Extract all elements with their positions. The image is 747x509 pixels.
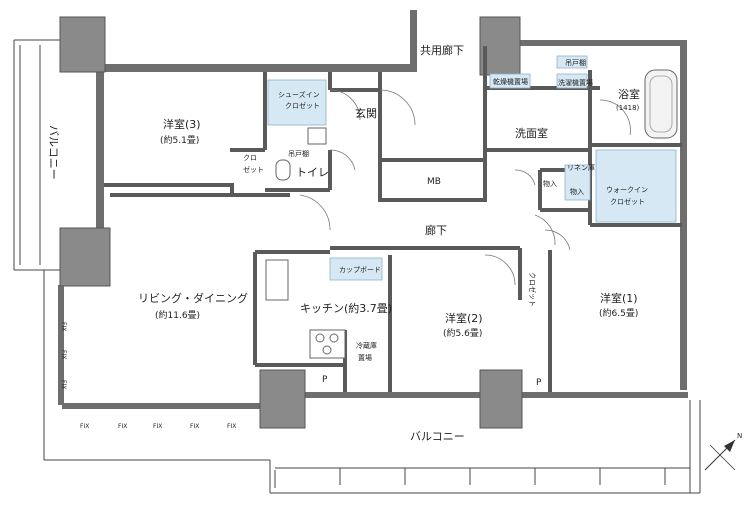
dryer-space-label: 乾燥機置場 [493, 77, 528, 86]
bedroom3-size: (約5.1畳) [160, 134, 199, 146]
walk-in-closet-area [595, 149, 677, 223]
balcony-left-area [13, 39, 270, 461]
fixtures [265, 69, 678, 359]
fix-windows: FIX FIX FIX FIX FIX FIX FIX FIX [60, 322, 236, 430]
fix-label: FIX [190, 423, 199, 430]
entrance-label: 玄関 [355, 106, 377, 120]
closet-small-label: クロ [243, 154, 257, 162]
bedroom1-size: (約6.5畳) [599, 307, 638, 319]
dryer-space-area [489, 73, 531, 89]
shoe-closet-label-line1: シューズイン [278, 90, 320, 99]
compass-label: N [737, 432, 742, 440]
mb-label: MB [427, 177, 441, 187]
fix-label: FIX [80, 423, 89, 430]
cupboard-area [329, 257, 383, 281]
shoe-closet-area [267, 79, 327, 126]
column [59, 16, 106, 73]
living-dining-label: リビング・ダイニング [138, 291, 248, 305]
fridge-space-label-line1: 冷蔵庫 [356, 341, 377, 350]
bedroom1-label: 洋室(1) [600, 291, 638, 305]
hanging-cupboard-wash-label: 吊戸棚 [565, 58, 586, 67]
washer-space-area [556, 73, 588, 89]
hanging-cupboard-toilet-label: 吊戸棚 [288, 149, 309, 158]
fix-label: FIX [153, 423, 162, 430]
structural-columns [59, 16, 523, 429]
column [259, 369, 306, 429]
toilet-label: トイレ [296, 166, 329, 179]
exterior-walls [58, 10, 688, 409]
fridge-space-label-line2: 置場 [358, 353, 372, 362]
washer-space-label: 洗濯機置場 [558, 78, 593, 87]
compass-icon: N [704, 432, 742, 471]
closet-b2-label: クロゼット [528, 272, 537, 307]
doors [299, 89, 631, 286]
walk-in-closet-label-line2: クロゼット [610, 197, 645, 206]
bathroom-label: 浴室 [618, 87, 640, 101]
fix-label: FIX [60, 322, 67, 331]
balcony-left-label: バルコニー [47, 125, 60, 180]
balcony-bottom-label: バルコニー [410, 430, 465, 443]
washroom-label: 洗面室 [515, 126, 548, 140]
bedroom3-label: 洋室(3) [163, 117, 201, 131]
fix-label: FIX [227, 423, 236, 430]
storage2-label: 物入 [570, 187, 584, 196]
toilet-icon [275, 159, 291, 181]
kitchen-label: キッチン(約3.7畳) [300, 301, 392, 315]
column [479, 369, 523, 429]
shoe-closet-label-line2: クロゼット [285, 101, 320, 110]
bathtub-icon [644, 69, 678, 139]
closet-small-label-2: ゼット [243, 165, 264, 174]
fix-label: FIX [118, 423, 127, 430]
column [59, 227, 111, 287]
pipe-space-label: P [536, 378, 542, 388]
hallway-label: 廊下 [425, 223, 447, 237]
common-corridor-label: 共用廊下 [420, 43, 464, 57]
linen-cabinet-label: リネン庫 [567, 163, 595, 172]
cupboard-label: カップボード [339, 266, 381, 274]
hanging-cupboard-wash-area [556, 55, 588, 69]
kitchen-sink-icon [265, 259, 289, 301]
bedroom2-size: (約5.6畳) [443, 327, 482, 339]
pipe-space-label: P [322, 375, 328, 385]
walk-in-closet-label-line1: ウォークイン [606, 186, 648, 194]
living-dining-size: (約11.6畳) [155, 309, 200, 321]
storage2-area [564, 164, 591, 201]
balcony-bottom-area [269, 400, 701, 494]
storage1-label: 物入 [543, 179, 557, 188]
bathroom-size: (1418) [616, 104, 640, 112]
fix-label: FIX [60, 350, 67, 359]
fix-label: FIX [60, 380, 67, 389]
sink-icon [307, 127, 327, 145]
bedroom2-label: 洋室(2) [445, 311, 483, 325]
stove-icon [309, 329, 346, 359]
interior-walls [104, 46, 682, 392]
